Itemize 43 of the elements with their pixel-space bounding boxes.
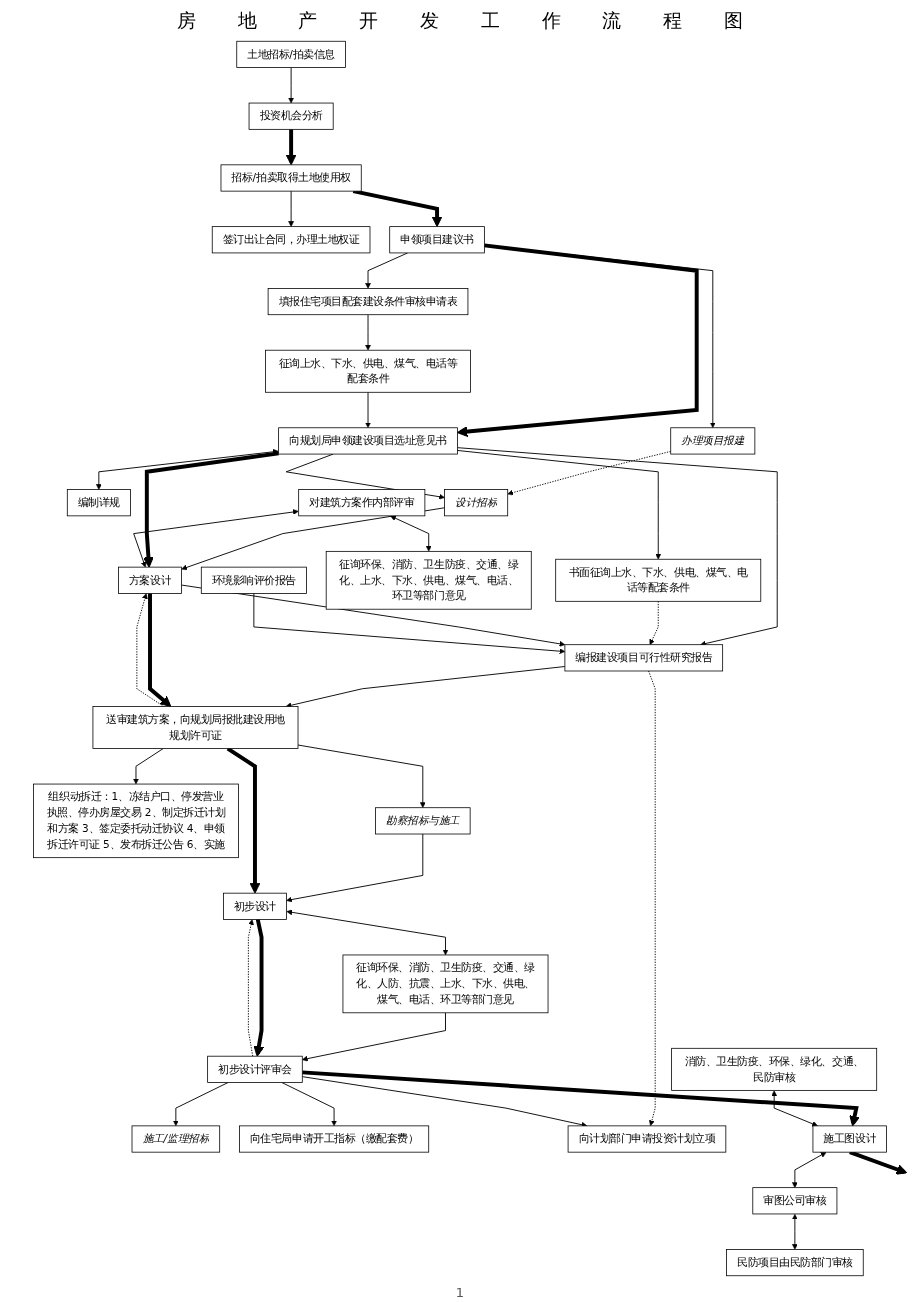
node-box: 招标/拍卖取得土地使用权: [220, 164, 362, 192]
node-box: 向计划部门申请投资计划立项: [567, 1125, 727, 1153]
node-box: 初步设计: [223, 892, 287, 920]
arrow: [143, 451, 279, 568]
arrow: [148, 593, 172, 707]
node-box: 设计招标: [444, 489, 509, 517]
node-box: 编制详规: [66, 489, 131, 517]
node-box: 征询上水、下水、供电、煤气、电话等配套条件: [265, 349, 471, 393]
node-box: 审图公司审核: [752, 1187, 838, 1215]
arrow: [352, 189, 443, 228]
node-box: 民防项目由民防部门审核: [726, 1249, 864, 1277]
node-box: 初步设计评审会: [207, 1055, 303, 1083]
node-box: 向住宅局申请开工指标（缴配套费）: [239, 1125, 430, 1153]
arrow: [791, 1213, 798, 1250]
node-box: 环境影响评价报告: [200, 566, 307, 594]
node-box: 填报住宅项目配套建设条件审核申请表: [267, 288, 469, 316]
node-box: 对建筑方案作内部评审: [298, 489, 426, 517]
node-box: 方案设计: [118, 566, 182, 594]
arrow: [285, 129, 297, 166]
node-box: 施工/监理招标: [131, 1125, 221, 1153]
node-box: 投资机会分析: [248, 102, 334, 130]
node-box: 办理项目报建: [670, 427, 756, 455]
page-number: 1: [455, 1285, 465, 1300]
node-box: 签订出让合同，办理土地权证: [211, 226, 371, 254]
arrow: [95, 448, 279, 490]
diagram-title: 房地产开发工作流程图: [176, 8, 785, 33]
arrow: [286, 909, 449, 956]
node-box: 申领项目建议书: [389, 226, 485, 254]
node-box: 送审建筑方案，向规划局报批建设用地规划许可证: [92, 706, 299, 749]
node-box: 土地招标/拍卖信息: [236, 40, 346, 68]
arrow: [456, 243, 699, 437]
node-box: 勘察招标与施工: [375, 807, 471, 835]
node-box: 组织动拆迁：1、冻结户口、停发营业执照、停办房屋交易 2、制定拆迁计划和方案 3、签定委托动迁协议 4、申领拆迁许可证 5、发布拆迁公告 6、实施: [33, 783, 239, 859]
node-box: 向规划局申领建设项目选址意见书: [278, 427, 458, 455]
node-box: 消防、卫生防疫、环保、绿化、交通、民防审核: [671, 1047, 878, 1091]
node-box: 征询环保、消防、卫生防疫、交通、绿化、上水、下水、供电、煤气、电话、环卫等部门意见: [325, 550, 532, 610]
arrow: [771, 1090, 818, 1127]
arrow: [253, 919, 265, 1057]
node-box: 书面征询上水、下水、供电、煤气、电话等配套条件: [555, 558, 762, 602]
node-box: 征询环保、消防、卫生防疫、交通、绿化、人防、抗震、上水、下水、供电、煤气、电话、环卫等部门意见: [342, 954, 549, 1014]
node-box: 施工图设计: [812, 1125, 887, 1153]
node-box: 编报建设项目可行性研究报告: [564, 644, 724, 672]
arrow: [302, 1070, 860, 1127]
